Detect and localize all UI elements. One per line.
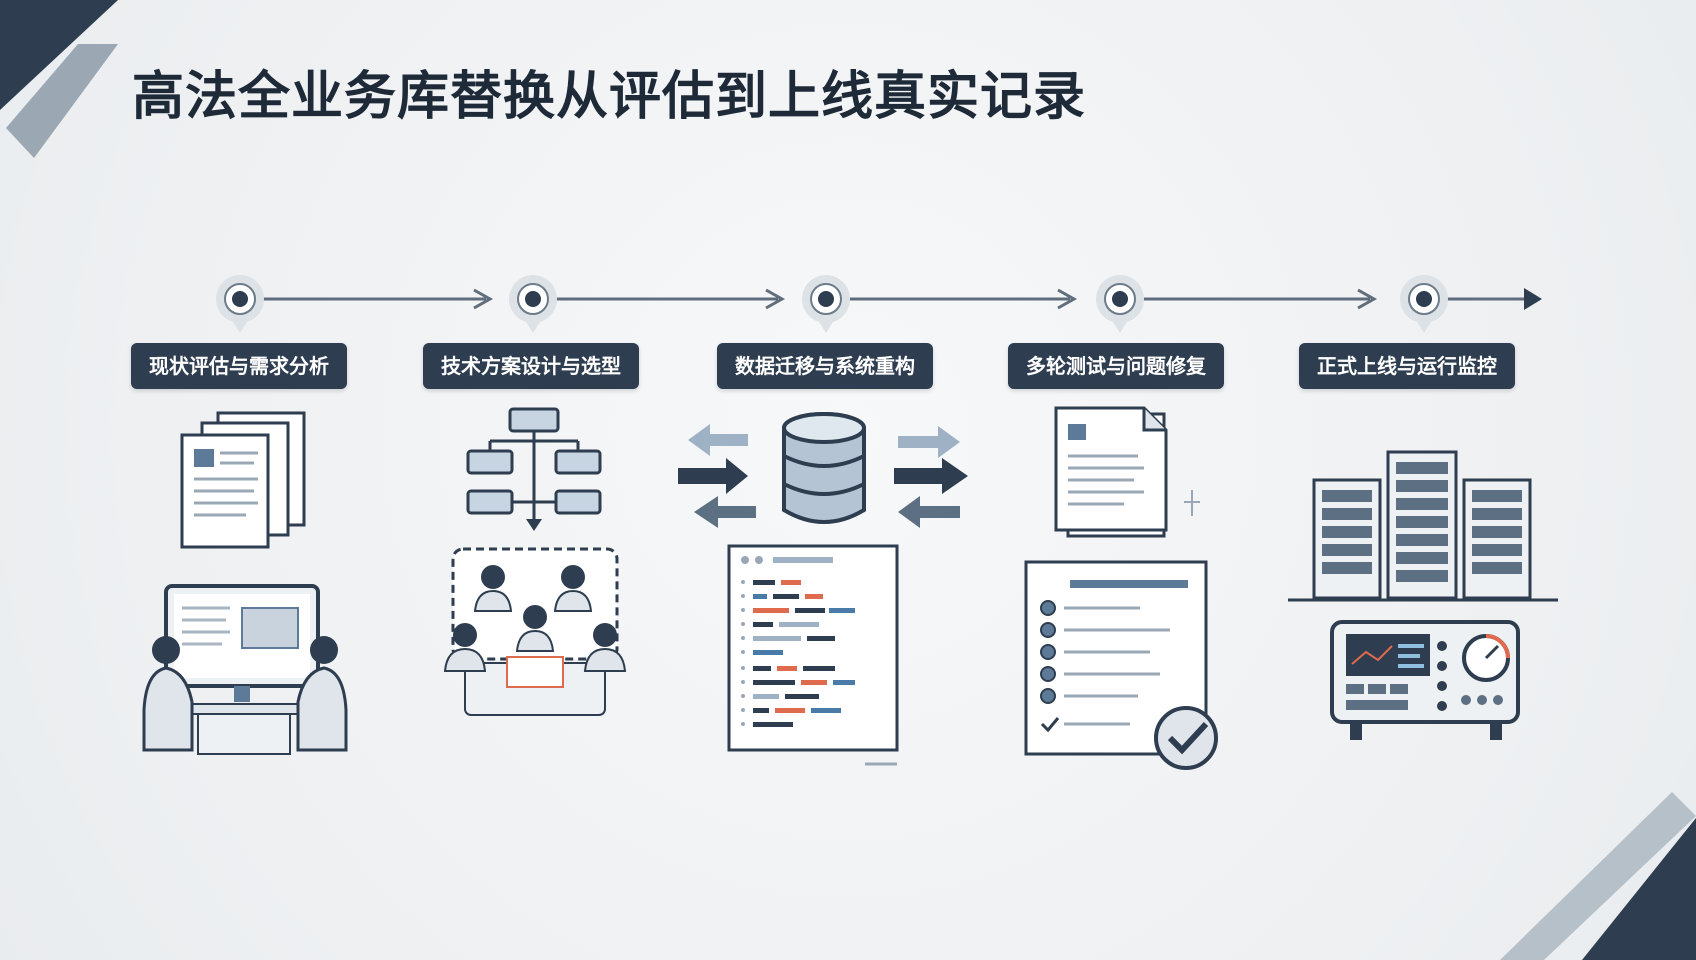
arrow-right-icon bbox=[765, 288, 786, 310]
documents-icon bbox=[180, 411, 306, 549]
stage-label-launch: 正式上线与运行监控 bbox=[1299, 343, 1515, 389]
map-pin-icon bbox=[1096, 275, 1144, 333]
stage-label-assessment: 现状评估与需求分析 bbox=[131, 343, 347, 389]
stage-label-testing: 多轮测试与问题修复 bbox=[1008, 343, 1224, 389]
map-pin-icon bbox=[509, 275, 557, 333]
database-icon bbox=[678, 412, 968, 528]
transfer-arrows-icon bbox=[678, 424, 968, 528]
page-title: 高法全业务库替换从评估到上线真实记录 bbox=[132, 67, 1087, 127]
checklist-icon bbox=[1024, 560, 1218, 770]
corner-stripes-bottom-right bbox=[1500, 792, 1696, 960]
code-editor-icon bbox=[727, 544, 899, 766]
stage-label-design: 技术方案设计与选型 bbox=[423, 343, 639, 389]
monitor-panel-icon bbox=[1330, 620, 1520, 740]
team-icon bbox=[443, 547, 627, 716]
check-badge-icon bbox=[1154, 706, 1218, 770]
flowchart-icon bbox=[466, 407, 602, 531]
report-icon bbox=[1054, 406, 1200, 538]
meeting-monitor-icon bbox=[142, 584, 348, 755]
server-rack-icon bbox=[1288, 450, 1558, 602]
arrow-right-icon bbox=[473, 288, 494, 310]
map-pin-icon bbox=[216, 275, 264, 333]
map-pin-icon bbox=[802, 275, 850, 333]
map-pin-icon bbox=[1400, 275, 1448, 333]
arrow-right-icon bbox=[1057, 288, 1078, 310]
arrow-right-icon bbox=[1357, 288, 1378, 310]
arrow-head-icon bbox=[1524, 288, 1542, 310]
corner-stripes-top-left bbox=[0, 0, 118, 158]
stage-label-migration: 数据迁移与系统重构 bbox=[717, 343, 933, 389]
timeline-pins bbox=[216, 275, 1448, 333]
